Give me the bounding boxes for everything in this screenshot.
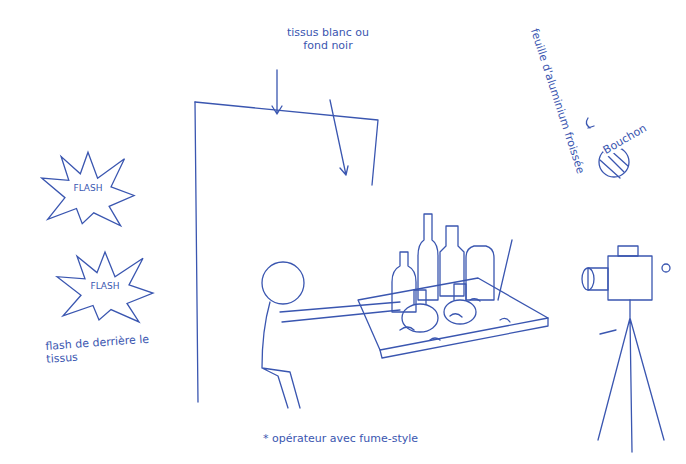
flask-neck: [454, 284, 466, 300]
leader-line: [498, 240, 512, 300]
backdrop-top: [195, 102, 378, 185]
handwritten-note: * opérateur avec fume-style: [262, 432, 504, 445]
bottle: [392, 252, 416, 312]
camera-body: [608, 256, 652, 300]
tripod-knob: [600, 330, 616, 334]
operator-body: [262, 302, 300, 408]
jar: [466, 246, 494, 300]
camera-top: [618, 246, 638, 256]
flask: [444, 300, 476, 324]
flash-label: FLASH: [40, 184, 136, 194]
flash-starburst: FLASH: [55, 250, 155, 324]
operator-head: [262, 262, 304, 304]
backdrop-edge: [195, 102, 198, 402]
handwritten-note: flash de derrière le tissus: [44, 331, 168, 366]
camera-lens: [588, 268, 608, 290]
flash-starburst: FLASH: [40, 150, 136, 228]
tripod: [598, 300, 664, 452]
pointer-arrow: [272, 70, 282, 114]
foil-tray: [358, 278, 548, 350]
handwritten-note: feuille d'aluminium froissée: [527, 26, 587, 176]
camera-button: [662, 264, 670, 272]
rotate-arrow: [586, 118, 594, 128]
jar: [440, 226, 464, 296]
flash-label: FLASH: [55, 282, 155, 292]
operator-arm: [280, 302, 400, 322]
handwritten-note: tissus blanc ou fond noir: [282, 26, 374, 52]
flask: [402, 304, 438, 332]
pointer-arrow: [330, 100, 348, 175]
bottle: [418, 214, 438, 300]
lens-front: [582, 268, 594, 290]
flask-neck: [414, 290, 426, 304]
